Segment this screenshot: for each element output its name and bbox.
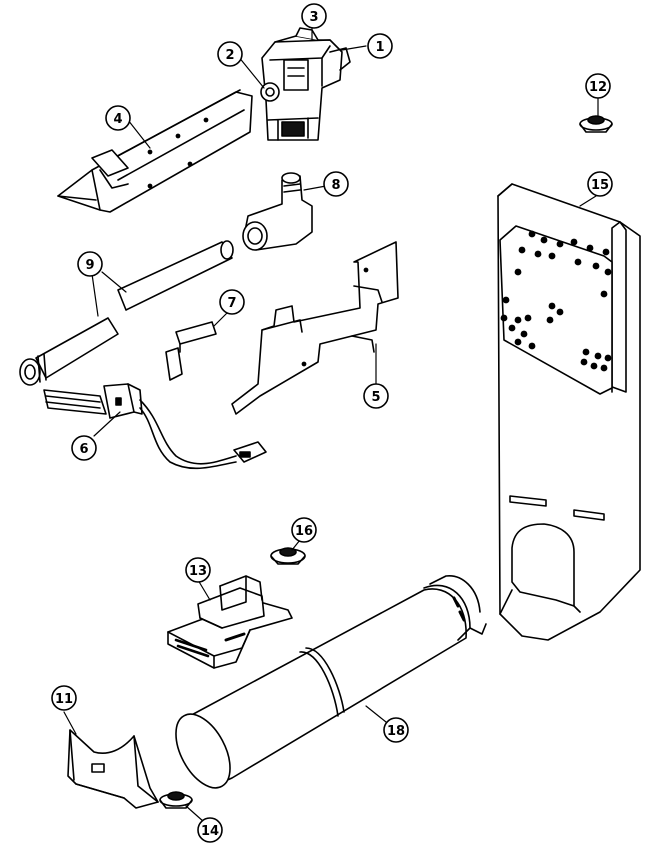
callout-label: 7: [227, 296, 236, 311]
panel-perforations: [500, 230, 612, 372]
callout-label: 3: [309, 10, 318, 25]
burner-housing-panel: [497, 183, 641, 641]
callout-label: 8: [331, 178, 340, 193]
leader-lines: [63, 25, 599, 823]
flame-sensor-mount: [167, 575, 293, 669]
gas-valve-assembly: [260, 27, 351, 141]
callout-label: 15: [591, 178, 609, 193]
callout-label: 18: [387, 724, 405, 739]
callout-label: 12: [589, 80, 607, 95]
combustion-chamber: [175, 575, 487, 789]
callout-12: 12: [585, 73, 611, 99]
igniter-bracket: [165, 321, 217, 381]
callout-18: 18: [383, 717, 409, 743]
callout-1: 1: [367, 33, 393, 59]
callout-label: 1: [375, 40, 384, 55]
callout-3: 3: [301, 3, 327, 29]
callout-15: 15: [587, 171, 613, 197]
callout-5: 5: [363, 383, 389, 409]
callout-14: 14: [197, 817, 223, 843]
callout-label: 9: [85, 258, 94, 273]
support-bracket: [67, 729, 159, 809]
callout-13: 13: [185, 557, 211, 583]
burner-bracket: [231, 241, 399, 415]
callout-label: 14: [201, 824, 219, 839]
callout-7: 7: [219, 289, 245, 315]
callout-6: 6: [71, 435, 97, 461]
callout-label: 13: [189, 564, 207, 579]
callout-9: 9: [77, 251, 103, 277]
callout-label: 5: [371, 390, 380, 405]
callout-label: 16: [295, 524, 313, 539]
callout-11: 11: [51, 685, 77, 711]
callout-label: 6: [79, 442, 88, 457]
thermostat-12: [579, 115, 613, 133]
thermostat-16: [270, 547, 306, 565]
callout-label: 2: [225, 48, 234, 63]
thermal-fuse: [159, 791, 193, 809]
callout-8: 8: [323, 171, 349, 197]
callout-label: 4: [113, 112, 122, 127]
burner-assembly: [57, 89, 253, 213]
pipe-nipple: [19, 240, 234, 386]
callout-16: 16: [291, 517, 317, 543]
callout-4: 4: [105, 105, 131, 131]
igniter: [43, 383, 267, 470]
elbow-fitting: [242, 172, 313, 251]
callout-label: 11: [55, 692, 73, 707]
callout-2: 2: [217, 41, 243, 67]
